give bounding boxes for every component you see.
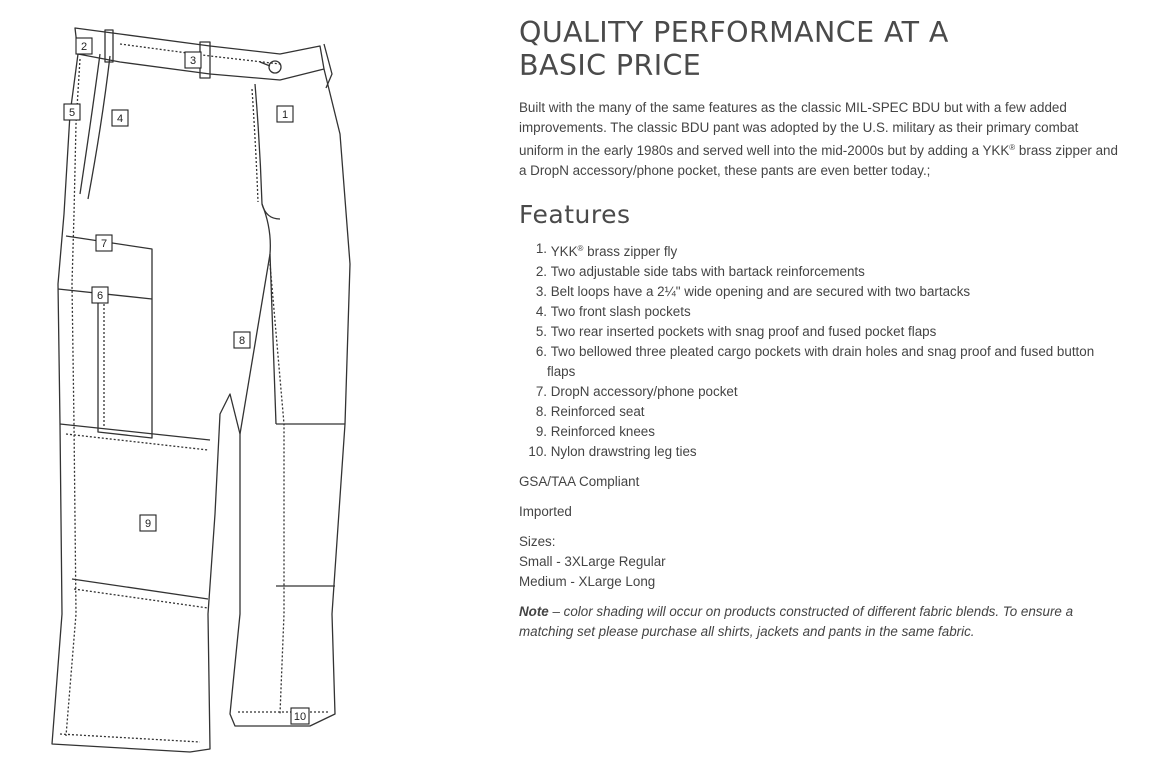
- callout-2: 2: [75, 37, 93, 55]
- list-text-a: Two rear inserted pockets with snag proo…: [550, 324, 937, 339]
- sizes-regular: Small - 3XLarge Regular: [519, 554, 666, 569]
- list-number: 2.: [535, 264, 547, 279]
- list-number: 8.: [535, 404, 547, 419]
- list-item: 3. Belt loops have a 2¼" wide opening an…: [519, 282, 1119, 302]
- callout-label: 5: [69, 107, 75, 119]
- compliance-text: GSA/TAA Compliant: [519, 474, 640, 489]
- list-text: Reinforced seat: [547, 402, 1119, 422]
- list-text: Reinforced knees: [547, 422, 1119, 442]
- headline-line-1: QUALITY PERFORMANCE AT A: [519, 16, 949, 49]
- features-heading: Features: [519, 200, 631, 229]
- callout-10: 10: [290, 707, 310, 725]
- registered-mark: ®: [577, 244, 584, 253]
- pants-diagram: 1 2 3 4 5 6 7 8: [40, 14, 380, 759]
- callout-label: 4: [117, 113, 123, 125]
- page-title: QUALITY PERFORMANCE AT A BASIC PRICE: [519, 16, 1119, 82]
- callout-1: 1: [276, 105, 294, 123]
- sizes-label: Sizes:: [519, 534, 556, 549]
- list-text: Nylon drawstring leg ties: [547, 442, 1119, 462]
- list-item: 10. Nylon drawstring leg ties: [519, 442, 1119, 462]
- list-text-a: DropN accessory/phone pocket: [550, 384, 738, 399]
- list-number: 9.: [535, 424, 547, 439]
- note-label: Note: [519, 604, 549, 619]
- list-item: 5. Two rear inserted pockets with snag p…: [519, 322, 1119, 342]
- callout-3: 3: [184, 51, 202, 69]
- callout-label: 9: [145, 518, 151, 530]
- callout-9: 9: [139, 514, 157, 532]
- list-number: 10.: [528, 444, 547, 459]
- sizes-long: Medium - XLarge Long: [519, 574, 656, 589]
- callout-label: 8: [239, 335, 245, 347]
- list-text: Two front slash pockets: [547, 302, 1119, 322]
- list-text-a: Nylon drawstring leg ties: [550, 444, 697, 459]
- color-note: Note – color shading will occur on produ…: [519, 602, 1119, 642]
- callout-4: 4: [111, 109, 129, 127]
- callout-8: 8: [233, 331, 251, 349]
- list-text: Two bellowed three pleated cargo pockets…: [547, 342, 1119, 382]
- list-number: 1.: [535, 241, 547, 256]
- list-number: 5.: [535, 324, 547, 339]
- list-text: Belt loops have a 2¼" wide opening and a…: [547, 282, 1119, 302]
- intro-text-a: Built with the many of the same features…: [519, 100, 1079, 158]
- list-text-a: Two front slash pockets: [550, 304, 691, 319]
- list-item: 8. Reinforced seat: [519, 402, 1119, 422]
- list-number: 4.: [535, 304, 547, 319]
- list-item: 7. DropN accessory/phone pocket: [519, 382, 1119, 402]
- list-item: 9. Reinforced knees: [519, 422, 1119, 442]
- list-text: YKK® brass zipper fly: [547, 239, 1119, 262]
- list-text: Two rear inserted pockets with snag proo…: [547, 322, 1119, 342]
- product-description: QUALITY PERFORMANCE AT A BASIC PRICE Bui…: [519, 16, 1119, 642]
- callout-label: 3: [190, 55, 196, 67]
- list-text-a: Belt loops have a 2¼" wide opening and a…: [550, 284, 971, 299]
- list-item: 4. Two front slash pockets: [519, 302, 1119, 322]
- registered-mark: ®: [1009, 143, 1016, 152]
- note-text: – color shading will occur on products c…: [519, 604, 1074, 639]
- list-item: 6. Two bellowed three pleated cargo pock…: [519, 342, 1119, 382]
- intro-text-b: brass zipper and a DropN accessory/phone…: [519, 143, 1118, 178]
- list-text-a: Two bellowed three pleated cargo pockets…: [547, 344, 1095, 379]
- callout-7: 7: [95, 234, 113, 252]
- callout-label: 2: [81, 41, 87, 53]
- list-number: 6.: [535, 344, 547, 359]
- list-text: DropN accessory/phone pocket: [547, 382, 1119, 402]
- callout-label: 7: [101, 238, 107, 250]
- origin-text: Imported: [519, 504, 572, 519]
- list-item: 2. Two adjustable side tabs with bartack…: [519, 262, 1119, 282]
- callout-6: 6: [91, 286, 109, 304]
- list-number: 7.: [535, 384, 547, 399]
- callout-label: 6: [97, 290, 103, 302]
- list-text-a: Reinforced seat: [550, 404, 645, 419]
- list-item: 1. YKK® brass zipper fly: [519, 239, 1119, 262]
- list-text-a: YKK: [550, 244, 578, 259]
- headline-line-2: BASIC PRICE: [519, 49, 702, 82]
- callout-label: 1: [282, 109, 288, 121]
- list-text-a: Reinforced knees: [550, 424, 655, 439]
- sizes-block: Sizes: Small - 3XLarge Regular Medium - …: [519, 532, 1119, 592]
- list-text-b: brass zipper fly: [583, 244, 678, 259]
- pants-line-drawing: 1 2 3 4 5 6 7 8: [51, 27, 351, 753]
- callout-5: 5: [63, 103, 81, 121]
- callout-label: 10: [294, 711, 306, 723]
- features-list: 1. YKK® brass zipper fly 2. Two adjustab…: [519, 239, 1119, 462]
- intro-paragraph: Built with the many of the same features…: [519, 98, 1119, 181]
- list-number: 3.: [535, 284, 547, 299]
- list-text-a: Two adjustable side tabs with bartack re…: [550, 264, 865, 279]
- list-text: Two adjustable side tabs with bartack re…: [547, 262, 1119, 282]
